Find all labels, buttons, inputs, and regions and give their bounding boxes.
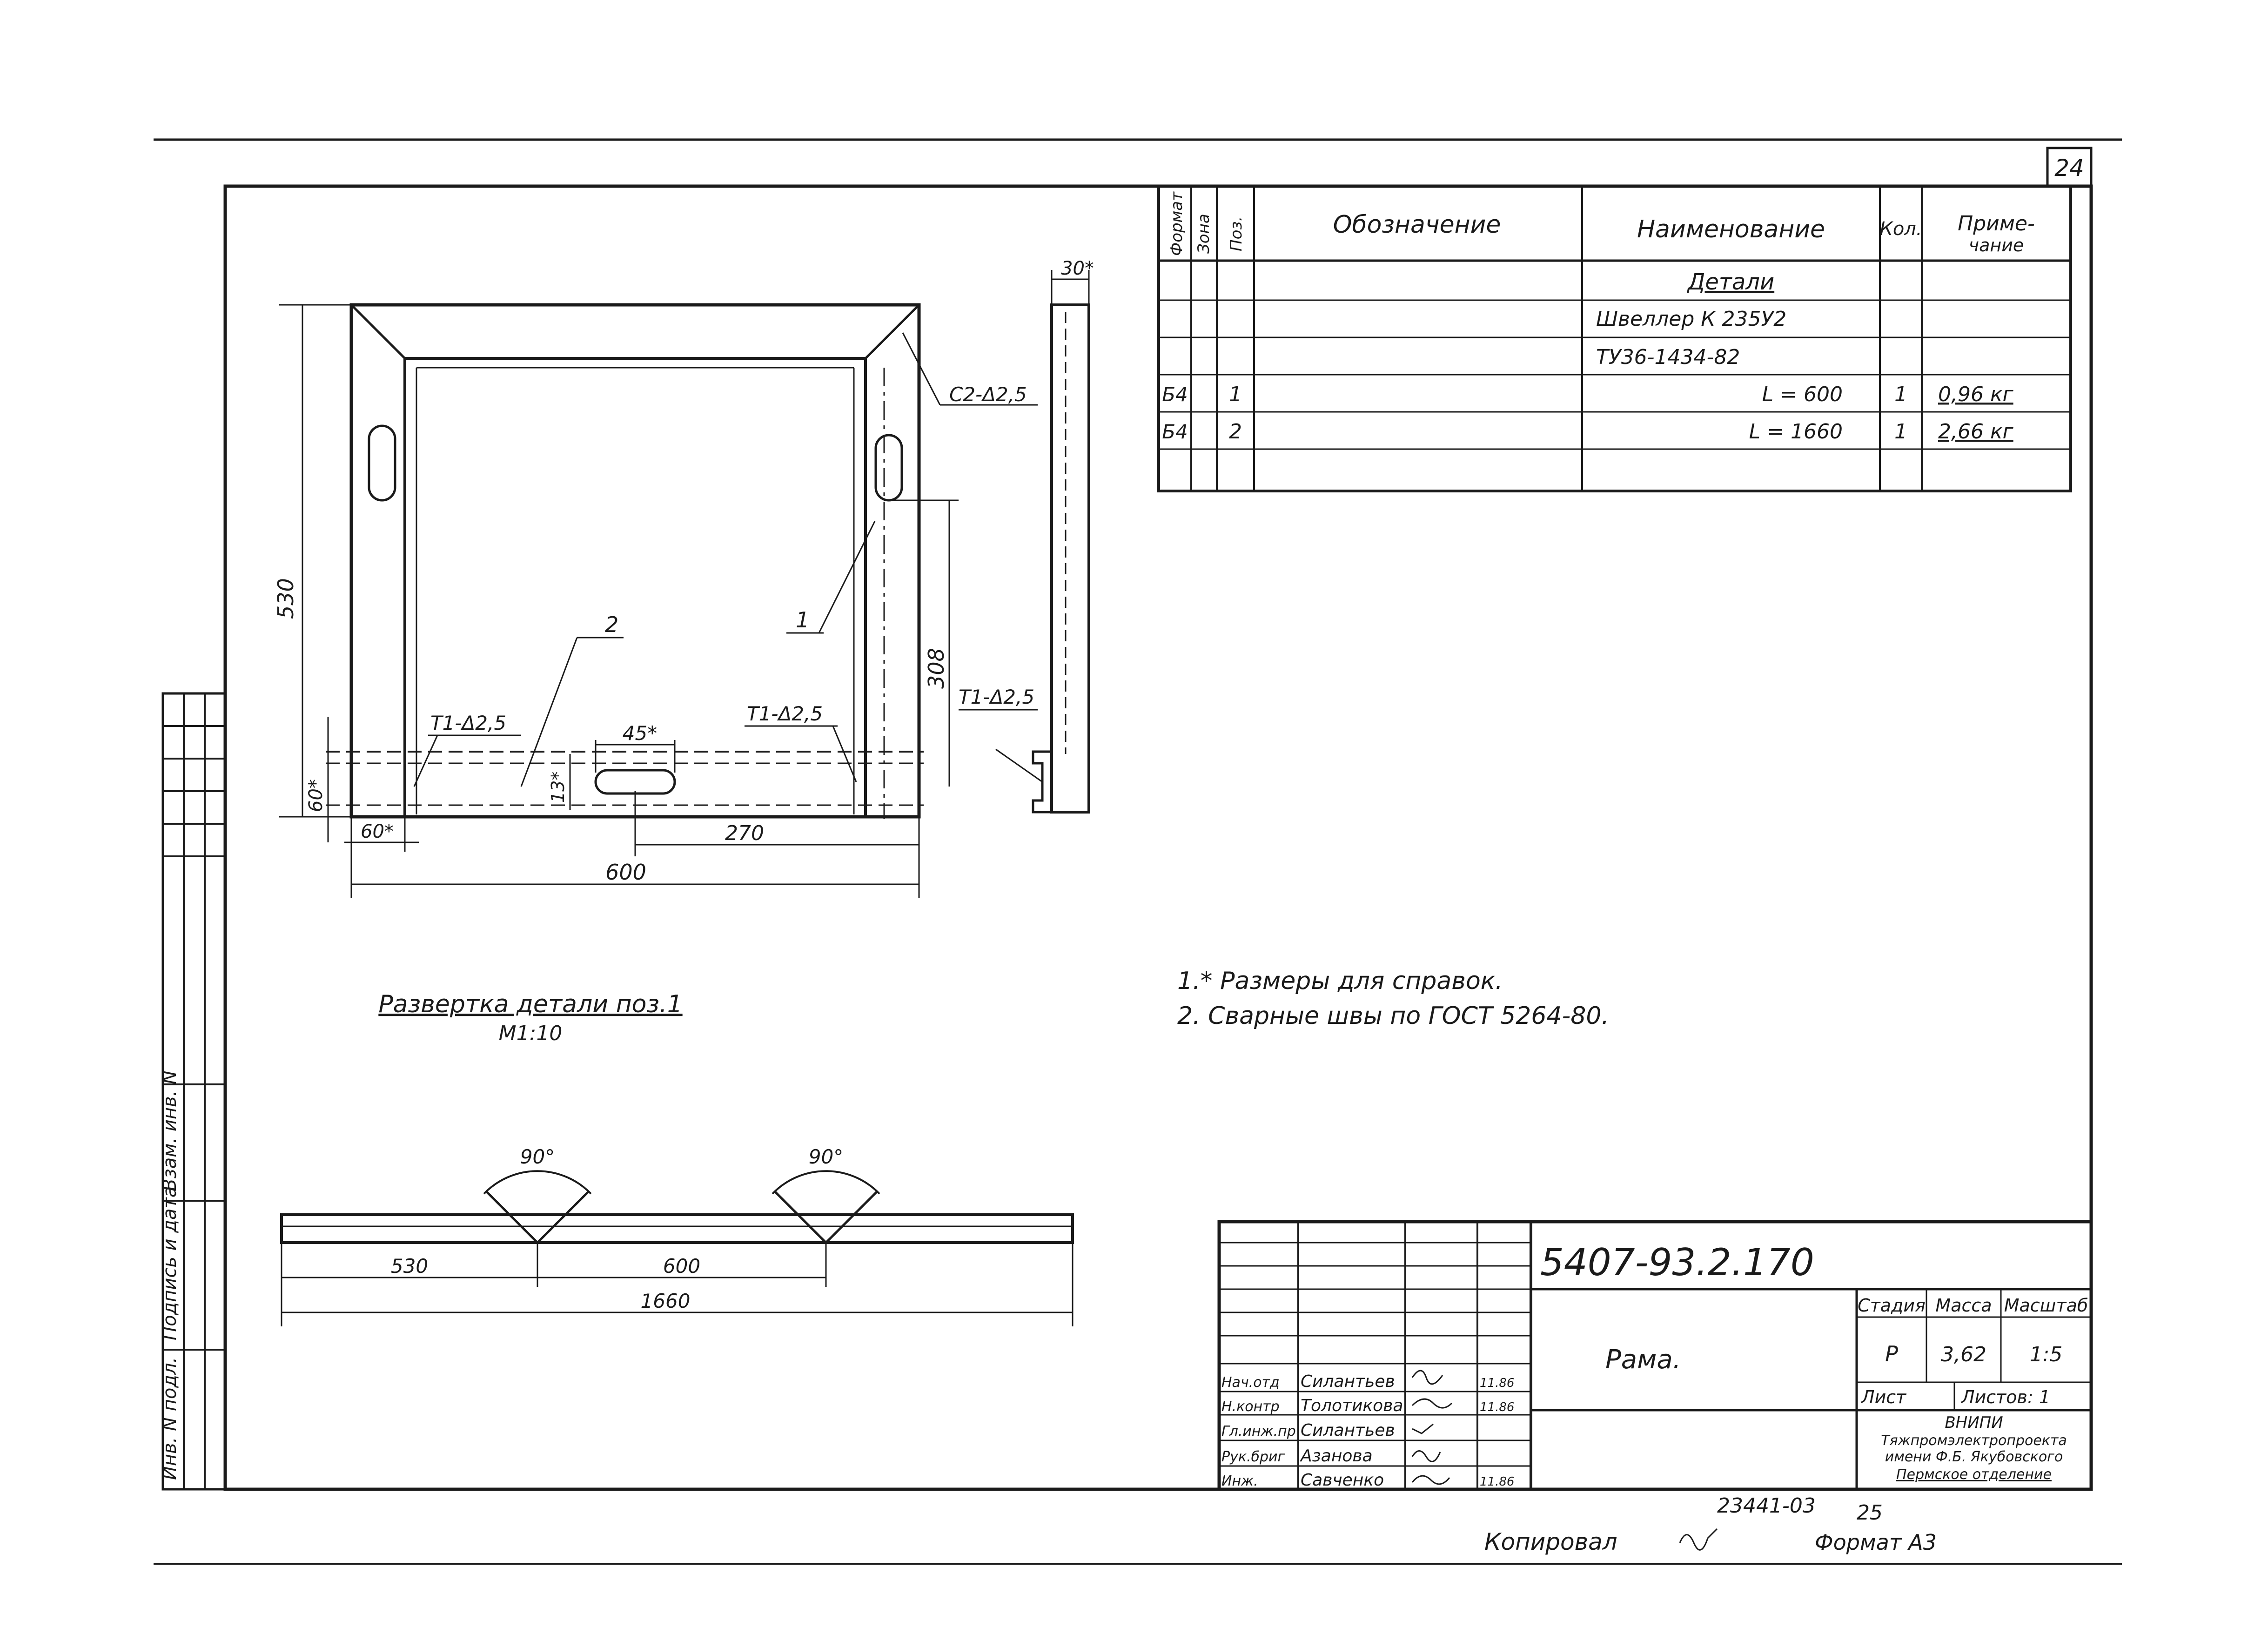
format-label: Формат А3 xyxy=(1815,1530,1937,1555)
header-pos: Поз. xyxy=(1227,216,1246,251)
sheet-number: 24 xyxy=(2054,155,2084,182)
angle-2: 90° xyxy=(809,1145,843,1168)
org-line-1: ВНИПИ xyxy=(1945,1413,2003,1432)
development-view: 90° 90° 530 600 1660 xyxy=(280,1145,1074,1326)
copier-signature xyxy=(1679,1528,1718,1551)
dim-45: 45* xyxy=(623,722,657,745)
header-qty: Кол. xyxy=(1879,218,1922,240)
side-view: 30* Т1-Δ2,5 xyxy=(959,258,1094,814)
header-note-1: Приме- xyxy=(1958,212,2035,235)
pos-1-label: 1 xyxy=(796,607,809,632)
header-zone: Зона xyxy=(1194,214,1213,254)
weld-left: Т1-Δ2,5 xyxy=(430,712,506,734)
signature-scribble-0 xyxy=(1411,1370,1443,1385)
sig-role-2: Гл.инж.пр xyxy=(1221,1423,1296,1439)
sig-role-1: Н.контр xyxy=(1221,1399,1280,1415)
sig-name-3: Азанова xyxy=(1300,1446,1373,1466)
signature-scribble-2 xyxy=(1412,1423,1434,1434)
row-3-qty: 1 xyxy=(1894,420,1907,444)
dev-dim-530: 530 xyxy=(391,1255,428,1278)
header-name: Наименование xyxy=(1637,215,1825,243)
weld-corner: С2-Δ2,5 xyxy=(949,383,1027,406)
weld-side: Т1-Δ2,5 xyxy=(959,686,1034,708)
sheet-number-box: 24 xyxy=(2046,147,2093,188)
stage-label: Стадия xyxy=(1858,1295,1926,1316)
sig-name-1: Толотикова xyxy=(1301,1396,1403,1415)
slot-left xyxy=(368,424,396,502)
slot-right xyxy=(874,434,903,502)
sig-date-0: 11.86 xyxy=(1480,1376,1514,1390)
note-2: 2. Сварные швы по ГОСТ 5264-80. xyxy=(1177,1002,1609,1030)
stage-value: Р xyxy=(1885,1341,1898,1366)
front-view: 530 308 600 270 45* 13* 60* 60* С2-Δ2,5 xyxy=(273,303,1038,898)
sig-role-4: Инж. xyxy=(1221,1473,1258,1489)
angle-1: 90° xyxy=(520,1145,555,1168)
doc-number: 23441-03 xyxy=(1717,1494,1816,1518)
header-format: Формат xyxy=(1168,191,1186,256)
org-line-4: Пермское отделение xyxy=(1896,1466,2052,1483)
row-2-note: 0,96 кг xyxy=(1938,383,2014,406)
row-2-pos: 1 xyxy=(1229,383,1242,406)
header-note-2: чание xyxy=(1969,235,2024,256)
pos-2-label: 2 xyxy=(605,612,618,637)
drawing-designation: 5407-93.2.170 xyxy=(1540,1241,1814,1284)
sig-date-1: 11.86 xyxy=(1480,1400,1514,1414)
sig-name-0: Силантьев xyxy=(1301,1372,1395,1391)
signature-scribble-4 xyxy=(1411,1475,1450,1485)
dim-60-horizontal: 60* xyxy=(361,821,394,842)
row-3-pos: 2 xyxy=(1229,420,1242,444)
sig-name-2: Силантьев xyxy=(1301,1421,1395,1440)
row-2-format: Б4 xyxy=(1162,383,1188,406)
part-name: Рама. xyxy=(1605,1345,1681,1375)
dim-530: 530 xyxy=(273,578,298,619)
row-1-name: ТУ36-1434-82 xyxy=(1596,345,1740,369)
row-0-name: Швеллер К 235У2 xyxy=(1596,307,1786,331)
side-stamp: Инв. N подл. Подпись и дата Взам. инв. N xyxy=(159,692,227,1491)
sheet-label: Лист xyxy=(1860,1387,1907,1407)
side-stamp-inv-label: Инв. N подл. xyxy=(159,1357,181,1480)
sig-date-4: 11.86 xyxy=(1480,1475,1514,1489)
spec-table: Формат Зона Поз. Обозначение Наименовани… xyxy=(1157,185,2072,492)
copied-by: Копировал xyxy=(1484,1528,1617,1555)
dim-60-vertical: 60* xyxy=(305,779,327,812)
header-designation: Обозначение xyxy=(1333,211,1501,239)
dev-dim-1660: 1660 xyxy=(641,1290,691,1312)
mass-value: 3,62 xyxy=(1941,1343,1986,1366)
row-2-qty: 1 xyxy=(1894,383,1907,406)
page-number: 25 xyxy=(1857,1501,1883,1525)
dev-dim-600: 600 xyxy=(663,1255,700,1278)
mass-label: Масса xyxy=(1935,1295,1992,1316)
signature-scribble-1 xyxy=(1411,1398,1453,1409)
slot-bottom xyxy=(594,769,676,795)
row-3-format: Б4 xyxy=(1162,420,1188,443)
side-stamp-replace-label: Взам. инв. N xyxy=(159,1070,181,1191)
section-title: Детали xyxy=(1687,269,1774,295)
dim-308: 308 xyxy=(924,648,949,689)
org-line-3: имени Ф.Б. Якубовского xyxy=(1885,1449,2063,1465)
development-scale: М1:10 xyxy=(499,1022,563,1045)
row-3-name: L = 1660 xyxy=(1749,420,1843,444)
scale-value: 1:5 xyxy=(2030,1343,2063,1366)
development-title: Развертка детали поз.1 xyxy=(378,990,682,1018)
sig-role-3: Рук.бриг xyxy=(1221,1449,1285,1465)
dim-13: 13* xyxy=(548,772,568,803)
dim-30: 30* xyxy=(1061,258,1094,279)
signature-scribble-3 xyxy=(1411,1450,1441,1462)
title-block: 5407-93.2.170 Рама. Стадия Масса Масштаб… xyxy=(1217,1220,2093,1491)
note-1: 1.* Размеры для справок. xyxy=(1177,967,1503,995)
sig-role-0: Нач.отд xyxy=(1221,1374,1280,1391)
org-line-2: Тяжпромэлектропроекта xyxy=(1881,1433,2067,1449)
sheets-label: Листов: 1 xyxy=(1960,1387,2050,1407)
weld-right: Т1-Δ2,5 xyxy=(747,702,823,725)
row-2-name: L = 600 xyxy=(1762,383,1843,406)
sig-name-4: Савченко xyxy=(1301,1471,1384,1490)
side-stamp-sign-label: Подпись и дата xyxy=(159,1186,181,1340)
row-3-note: 2,66 кг xyxy=(1938,420,2014,444)
dim-270: 270 xyxy=(725,821,764,845)
dim-600: 600 xyxy=(605,860,646,885)
scale-label: Масштаб xyxy=(2004,1295,2088,1316)
